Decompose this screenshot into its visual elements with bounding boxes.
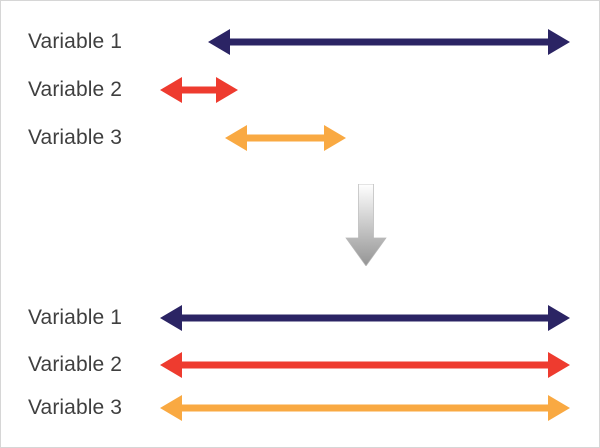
label-variable-2-after: Variable 2	[28, 353, 123, 376]
double-headed-arrow-icon	[208, 29, 570, 55]
arrow-shape	[208, 29, 570, 55]
label-variable-1-before: Variable 1	[28, 30, 123, 53]
double-headed-arrow-icon	[225, 125, 346, 151]
arrow-shape	[160, 395, 570, 421]
transition-down-arrow-icon	[342, 183, 390, 267]
arrow-shape	[160, 352, 570, 378]
double-headed-arrow-icon	[160, 77, 238, 103]
arrow-variable-3-after	[160, 384, 570, 432]
label-variable-2-before: Variable 2	[28, 78, 123, 101]
label-variable-3-before: Variable 3	[28, 126, 123, 149]
row-variable-2-before: Variable 2	[0, 66, 600, 114]
row-variable-1-before: Variable 1	[0, 18, 600, 66]
arrow-shape	[225, 125, 346, 151]
before-standardization-panel: Variable 1 Variable 2 Variable 3	[0, 0, 600, 175]
down-arrow-icon	[345, 183, 387, 267]
arrow-variable-1-before	[208, 18, 570, 66]
down-arrow-shape	[345, 183, 387, 267]
after-standardization-panel: Variable 1 Variable 2 Variable 3	[0, 285, 600, 448]
label-variable-3-after: Variable 3	[28, 396, 123, 419]
double-headed-arrow-icon	[160, 395, 570, 421]
double-headed-arrow-icon	[160, 352, 570, 378]
double-headed-arrow-icon	[160, 305, 570, 331]
arrow-shape	[160, 305, 570, 331]
row-variable-3-after: Variable 3	[0, 384, 600, 432]
arrow-variable-2-after	[160, 341, 570, 389]
arrow-variable-3-before	[225, 114, 346, 162]
arrow-shape	[160, 77, 238, 103]
row-variable-3-before: Variable 3	[0, 114, 600, 162]
row-variable-2-after: Variable 2	[0, 341, 600, 389]
arrow-variable-2-before	[160, 66, 238, 114]
arrow-variable-1-after	[160, 294, 570, 342]
row-variable-1-after: Variable 1	[0, 294, 600, 342]
label-variable-1-after: Variable 1	[28, 306, 123, 329]
